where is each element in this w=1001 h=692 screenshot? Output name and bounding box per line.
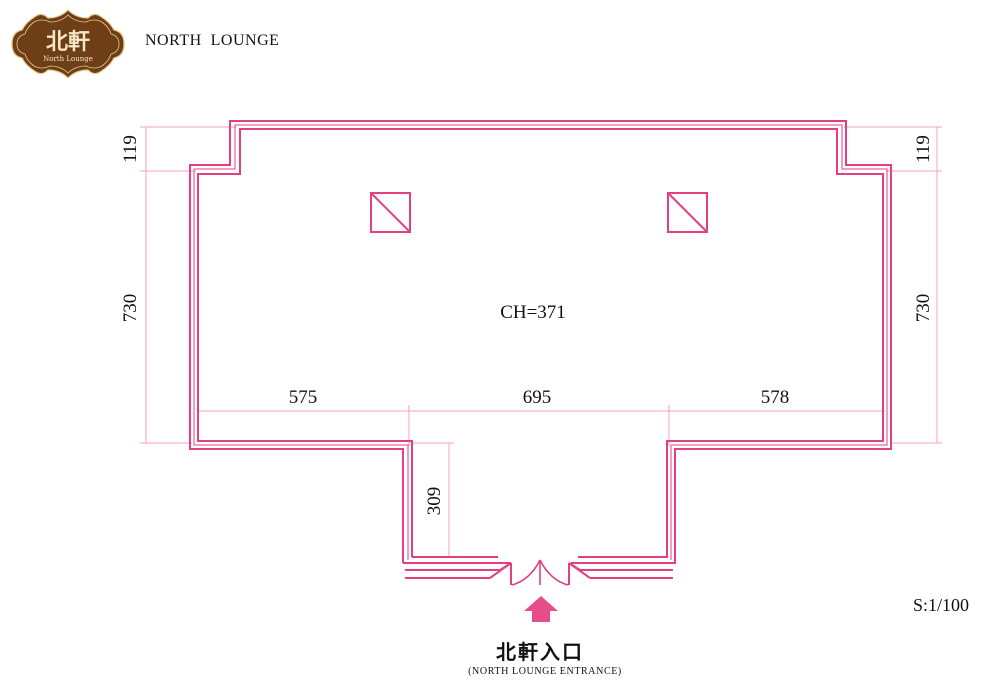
logo-text-cn: 北軒 <box>46 29 90 55</box>
north-lounge-logo: 北軒 North Lounge <box>11 9 125 79</box>
dim-width-middle: 695 <box>523 387 552 408</box>
logo-text-en: North Lounge <box>43 55 93 63</box>
dim-left-top-offset: 119 <box>120 135 141 163</box>
scale-label: S:1/100 <box>913 595 970 615</box>
entrance-label-en: (NORTH LOUNGE ENTRANCE) <box>468 666 622 677</box>
dim-width-right: 578 <box>761 387 790 408</box>
dim-corridor-depth: 309 <box>424 487 445 516</box>
entrance-walls <box>405 562 673 585</box>
room-walls <box>189 120 892 564</box>
page-title: NORTH LOUNGE <box>145 32 280 49</box>
dim-width-left: 575 <box>289 387 318 408</box>
entrance-label-cn: 北軒入口 <box>496 642 584 664</box>
ceiling-height-label: CH=371 <box>500 302 566 323</box>
column-right <box>667 192 708 233</box>
dim-left-height: 730 <box>120 294 141 323</box>
column-left <box>370 192 411 233</box>
dimension-lines <box>140 126 942 557</box>
entrance-arrow-icon <box>524 596 558 622</box>
entrance-door <box>511 559 569 586</box>
dim-right-height: 730 <box>913 294 934 323</box>
dim-right-top-offset: 119 <box>913 135 934 163</box>
